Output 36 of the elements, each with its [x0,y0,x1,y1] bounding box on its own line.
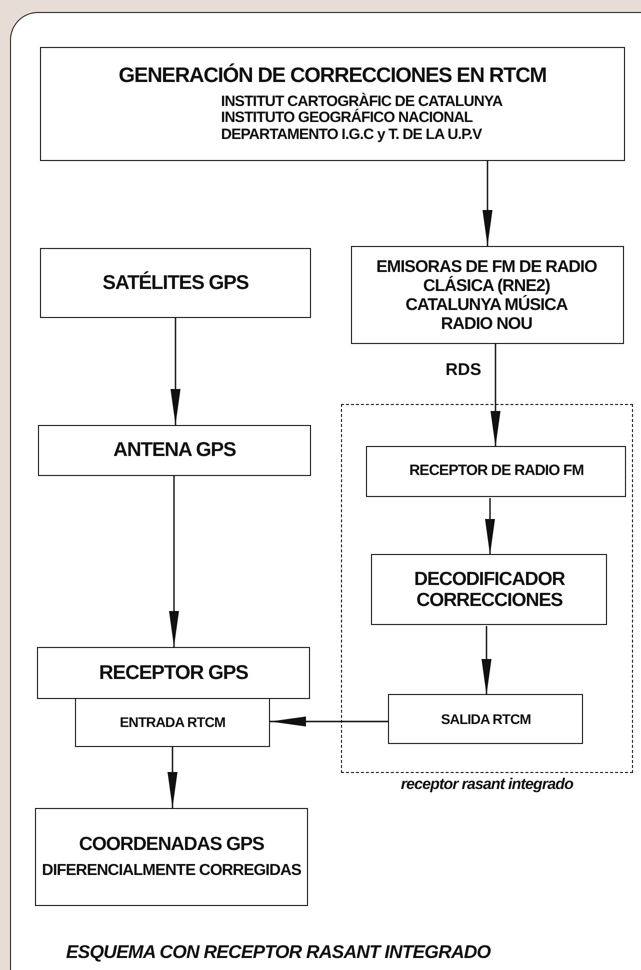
box-title: ENTRADA RTCM [120,714,226,730]
process-box [351,246,624,344]
box-title: COORDENADAS GPS [79,834,264,856]
diagram-caption: ESQUEMA CON RECEPTOR RASANT INTEGRADO [66,941,491,963]
box-title: EMISORAS DE FM DE RADIO CLÁSICA (RNE2) [375,256,598,295]
arrow [482,161,492,246]
arrow [170,318,180,425]
arrow [168,747,178,808]
box-text: INSTITUTO GEOGRÁFICO NACIONAL [220,110,472,128]
box-title: ANTENA GPS [113,439,236,462]
process-box [38,425,311,476]
process-box [35,808,308,906]
process-box [40,47,625,161]
process-box [371,554,608,626]
process-box [40,248,311,318]
group-caption: receptor rasant integrado [400,776,574,794]
process-box [388,694,584,744]
box-text: INSTITUT CARTOGRÀFIC DE CATALUNYA [220,94,502,110]
box-title: RECEPTOR GPS [99,662,248,684]
box-title: DECODIFICADOR CORRECCIONES [413,568,566,612]
box-text: RADIO NOU [440,314,534,334]
arrow [485,498,495,555]
box-text: DIFERENCIALMENTE CORREGIDAS [42,862,302,880]
box-title: GENERACIÓN DE CORRECCIONES EN RTCM [118,64,546,88]
box-title: SALIDA RTCM [441,712,531,728]
arrow [169,476,179,647]
process-box [75,698,270,747]
arrow [270,716,389,726]
process-box [37,647,310,699]
box-title: RECEPTOR DE RADIO FM [409,463,584,480]
box-text: CATALUNYA MÚSICA [406,295,569,314]
box-title: SATÉLITES GPS [102,272,248,294]
arrow [482,626,492,695]
arrow [490,344,500,447]
process-box [366,446,626,498]
box-text: DEPARTAMENTO I.G.C y T. DE LA U.P.V [220,127,482,144]
